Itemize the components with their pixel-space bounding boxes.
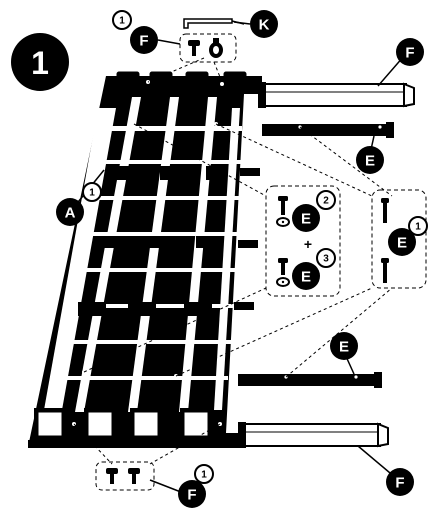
label-part-e-box-right: E 1 — [388, 216, 428, 256]
step-badge: 1 — [11, 33, 69, 91]
hardware-box-bottom — [95, 461, 155, 491]
screw-icon-bottom-2 — [128, 468, 140, 484]
tube-f-lower — [238, 422, 389, 448]
hardware-box-top — [179, 33, 237, 63]
label-f-top-letter: F — [139, 33, 148, 50]
bottom-caps — [34, 408, 212, 440]
label-a-letter: A — [65, 205, 76, 222]
barrel-nut-icon — [209, 38, 223, 58]
label-f-top-qty: 1 — [119, 16, 125, 27]
bolt-washer-icon-upper — [276, 196, 290, 227]
label-part-k: K — [250, 10, 278, 38]
label-f-right-top-letter: F — [405, 45, 414, 62]
label-part-e-box-lower: E 3 — [292, 248, 336, 290]
bottom-rail — [28, 440, 242, 448]
label-part-a: A 1 — [56, 182, 102, 226]
label-e-box-upper-letter: E — [301, 211, 311, 228]
label-e-box-lower-letter: E — [301, 269, 311, 286]
label-a-qty: 1 — [89, 188, 95, 199]
frame-part-a — [28, 71, 262, 448]
label-part-e-box-upper: E 2 — [292, 190, 336, 232]
label-part-f-right-top: F — [396, 38, 424, 66]
label-part-e-right-top: E — [356, 146, 384, 174]
guide-lines — [73, 57, 393, 465]
bolt-washer-icon-lower — [276, 258, 290, 287]
long-bolt-icon-upper — [381, 198, 389, 223]
tube-f-upper — [258, 82, 415, 108]
label-f-bottom-letter: F — [187, 487, 196, 504]
slat-gap-0 — [44, 108, 116, 410]
rung-blocks — [78, 166, 226, 316]
hardware-box-middle: + — [265, 185, 341, 297]
hex-key-icon — [183, 18, 245, 29]
hardware-box-right — [371, 189, 427, 289]
rail-tabs — [234, 168, 260, 310]
long-bolt-icon-lower — [381, 258, 389, 283]
label-f-bottom-qty: 1 — [201, 470, 207, 481]
top-caps — [116, 71, 247, 93]
label-f-right-bottom-letter: F — [395, 475, 404, 492]
label-e-right-bottom-letter: E — [339, 339, 349, 356]
label-e-box-right-qty: 1 — [415, 222, 421, 233]
screw-icon — [188, 40, 200, 56]
label-e-box-upper-qty: 2 — [323, 196, 329, 207]
bar-e-lower — [238, 372, 382, 388]
label-part-f-top: F 1 — [112, 10, 158, 54]
bar-e-upper — [262, 122, 394, 138]
label-e-box-lower-qty: 3 — [323, 254, 329, 265]
label-part-e-right-bottom: E — [330, 332, 358, 360]
label-e-box-right-letter: E — [397, 235, 407, 252]
slat-gap-4 — [214, 108, 240, 410]
plus-sign: + — [304, 236, 312, 252]
screw-icon-bottom-1 — [106, 468, 118, 484]
label-k-letter: K — [259, 17, 270, 34]
label-part-f-right-bottom: F — [386, 468, 414, 496]
step-number: 1 — [31, 45, 49, 81]
label-e-right-top-letter: E — [365, 153, 375, 170]
label-part-f-bottom: F 1 — [178, 464, 214, 508]
